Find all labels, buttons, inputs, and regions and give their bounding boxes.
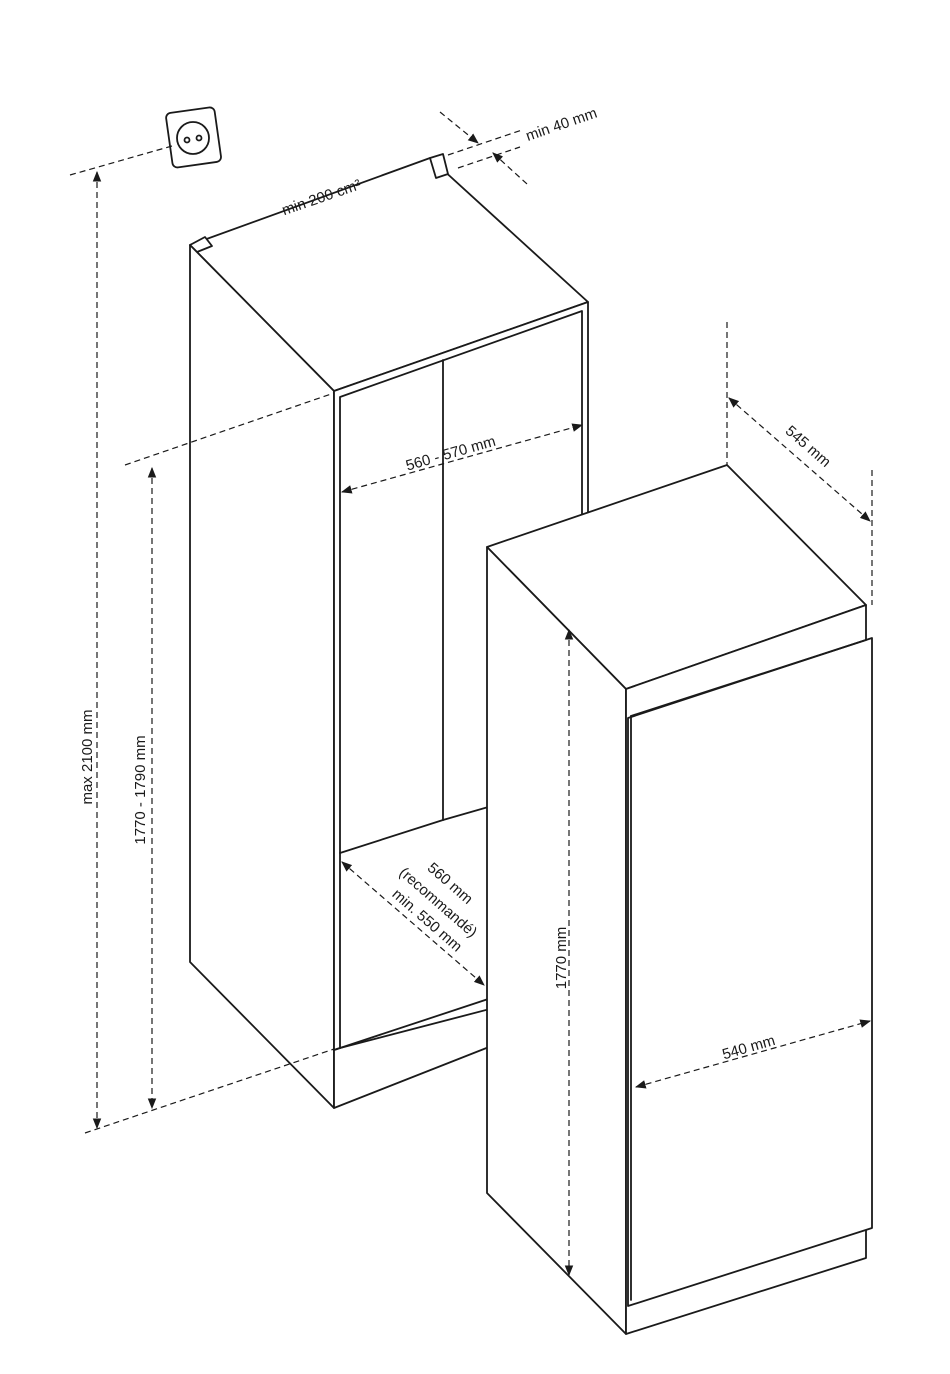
appliance-depth-label: 545 mm bbox=[782, 422, 834, 470]
top-clearance-label: min 40 mm bbox=[524, 105, 600, 145]
refrigerator-appliance bbox=[487, 465, 872, 1334]
max-height-label: max 2100 mm bbox=[79, 709, 96, 804]
power-socket-icon bbox=[165, 107, 221, 168]
niche-height-label: 1770 - 1790 mm bbox=[132, 735, 149, 844]
appliance-height-label: 1770 mm bbox=[553, 927, 570, 990]
